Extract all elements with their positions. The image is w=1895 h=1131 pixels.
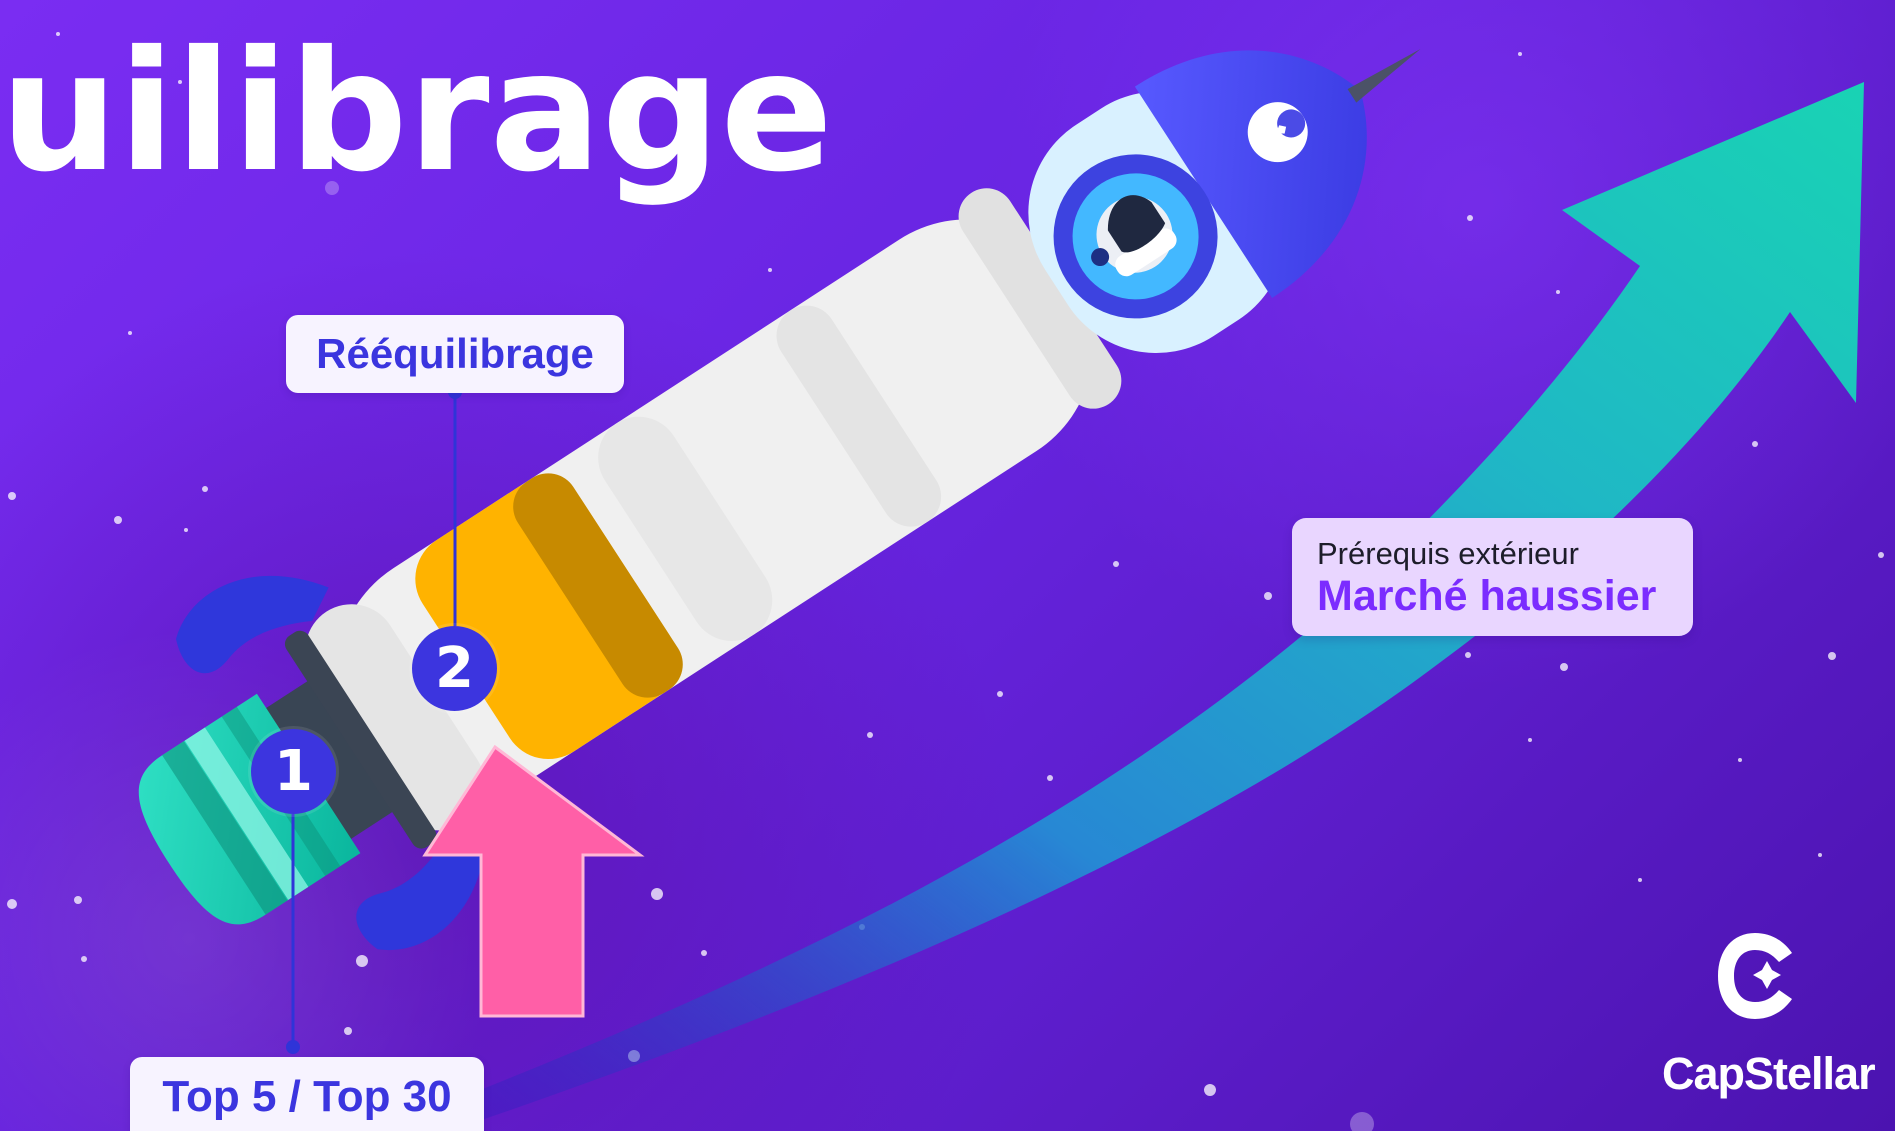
brand-logo: CapStellar xyxy=(1662,930,1876,1120)
up-arrow-icon xyxy=(422,744,645,1018)
step-1-badge: 1 xyxy=(251,729,336,814)
brand-name: CapStellar xyxy=(1662,1048,1876,1099)
step-connectors xyxy=(286,385,462,1054)
prerequisite-card: Prérequis extérieur Marché haussier xyxy=(1292,518,1693,636)
step-1-label: Top 5 / Top 30 xyxy=(130,1057,484,1131)
page-title: uilibrage xyxy=(0,16,833,209)
step-2-badge: 2 xyxy=(412,626,497,711)
prerequisite-subtitle: Prérequis extérieur xyxy=(1317,536,1579,571)
prerequisite-title: Marché haussier xyxy=(1317,572,1657,620)
capstellar-logo-icon xyxy=(1718,933,1792,1019)
step-2-label: Rééquilibrage xyxy=(286,315,624,393)
